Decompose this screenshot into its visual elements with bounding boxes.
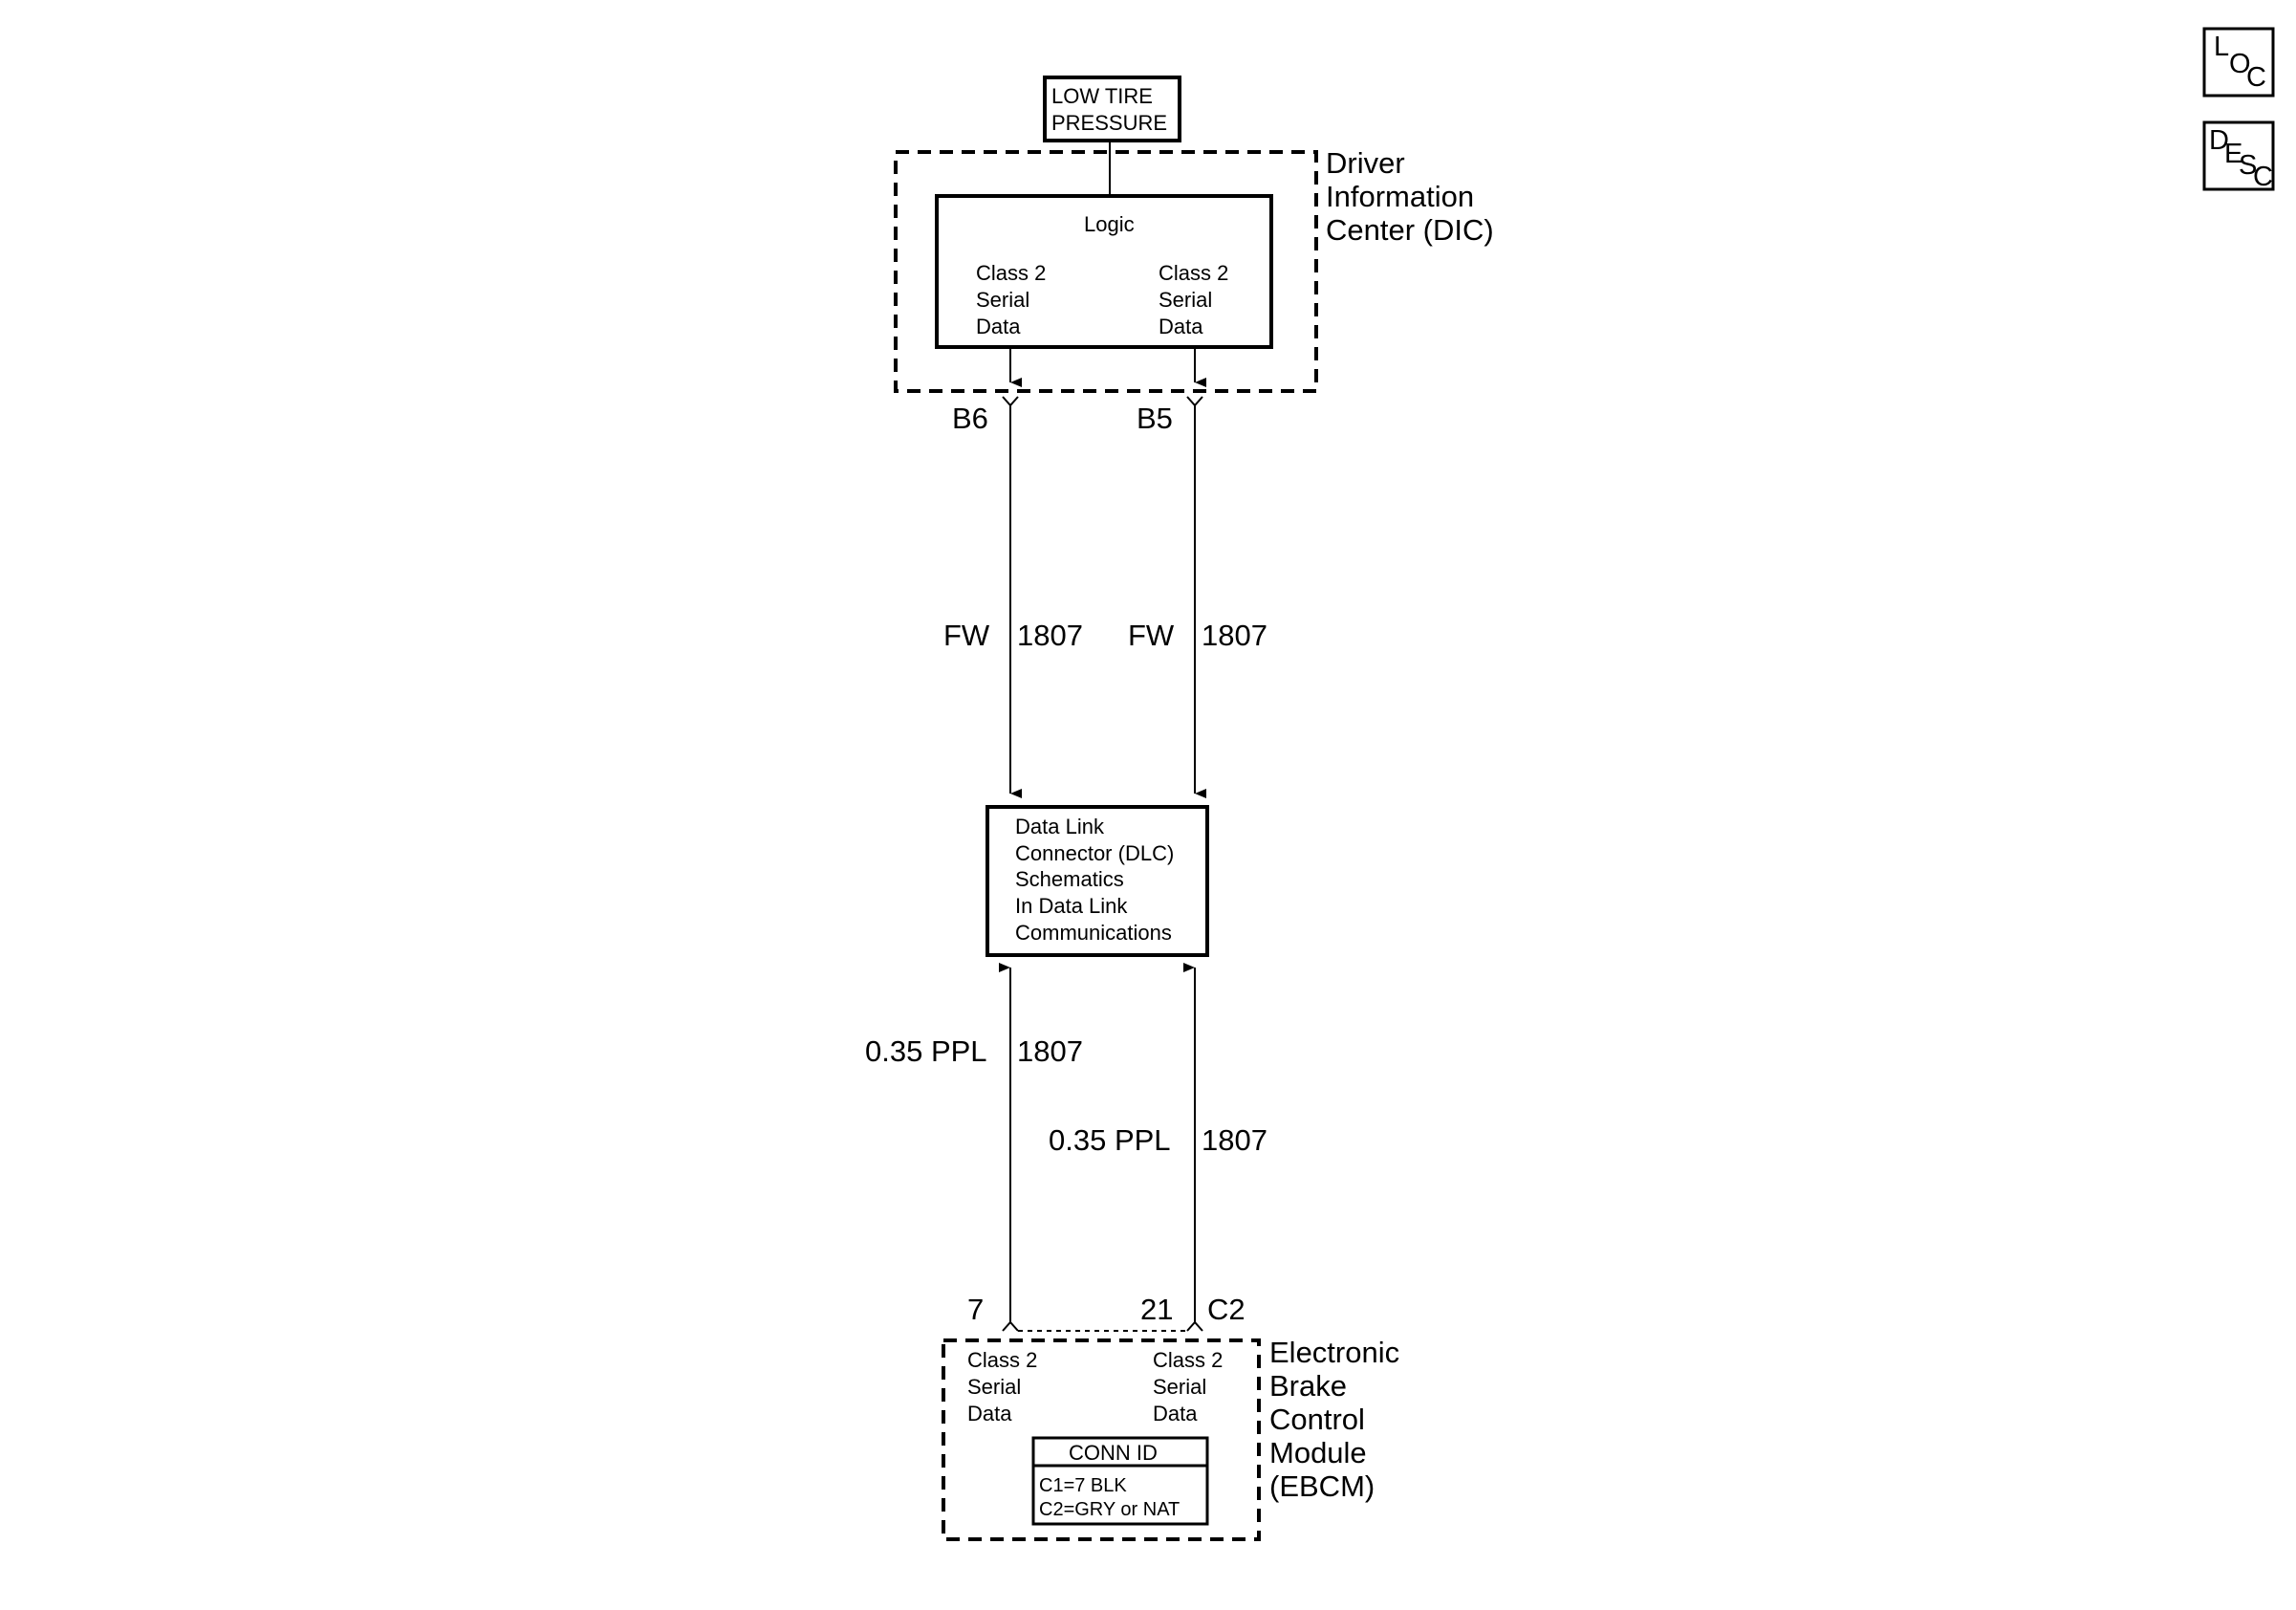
dic-right-line-2: Serial [1159,288,1212,312]
ebcm-right-line-2: Serial [1153,1375,1206,1399]
dic-left-line-2: Serial [976,288,1029,312]
wire-lower-right-gauge-color: 0.35 PPL [1049,1123,1171,1157]
ebcm-module: Class 2 Serial Data Class 2 Serial Data … [942,1336,1399,1541]
ebcm-left-line-3: Data [967,1402,1012,1425]
ebcm-name-line-4: Module [1269,1436,1367,1469]
wire-lower-right-circuit: 1807 [1202,1123,1267,1157]
ebcm-pin-21-label: 21 [1140,1293,1173,1326]
ebcm-connector-label: C2 [1207,1293,1245,1326]
indicator-line-1: LOW TIRE [1051,84,1153,108]
dlc-line-1: Data Link [1015,815,1105,838]
ebcm-pin-7-label: 7 [967,1293,984,1326]
desc-letter-d: D [2209,125,2229,156]
dic-left-line-3: Data [976,315,1021,338]
ebcm-name-line-3: Control [1269,1403,1365,1436]
dic-name-line-1: Driver [1326,146,1405,180]
ebcm-pin-21-symbol [1186,1320,1203,1332]
ebcm-left-line-1: Class 2 [967,1348,1037,1372]
dic-right-line-1: Class 2 [1159,261,1228,285]
desc-button[interactable]: D E S C [2202,120,2275,192]
dic-logic-label: Logic [1084,212,1135,236]
ebcm-name-line-2: Brake [1269,1369,1347,1403]
low-tire-pressure-indicator: LOW TIRE PRESSURE [1043,76,1181,142]
dic-pin-b5-symbol [1186,396,1203,407]
dic-pin-b5-label: B5 [1137,402,1173,435]
conn-id-table: CONN ID C1=7 BLK C2=GRY or NAT [1031,1436,1209,1526]
wire-upper-right-color: FW [1128,619,1175,652]
conn-id-line-2: C2=GRY or NAT [1039,1499,1180,1520]
indicator-line-2: PRESSURE [1051,111,1167,135]
dlc-line-3: Schematics [1015,867,1124,891]
conn-id-title: CONN ID [1069,1441,1158,1465]
dic-pin-b6-symbol [1002,396,1019,407]
ebcm-left-line-2: Serial [967,1375,1021,1399]
dic-name-line-2: Information [1326,180,1474,213]
dlc-line-2: Connector (DLC) [1015,841,1174,865]
desc-letter-e: E [2224,139,2242,169]
dlc-line-5: Communications [1015,921,1172,945]
ebcm-pin-7-symbol [1002,1320,1019,1332]
loc-letter-l: L [2214,32,2229,62]
ebcm-name-line-5: (EBCM) [1269,1469,1375,1503]
wire-upper-left-circuit: 1807 [1017,619,1083,652]
dic-right-line-3: Data [1159,315,1203,338]
ebcm-right-line-1: Class 2 [1153,1348,1223,1372]
ebcm-right-line-3: Data [1153,1402,1198,1425]
wire-lower-left-circuit: 1807 [1017,1034,1083,1068]
ebcm-name-line-1: Electronic [1269,1336,1399,1369]
dlc-line-4: In Data Link [1015,894,1128,918]
wire-upper-left-color: FW [943,619,990,652]
wire-upper-right-circuit: 1807 [1202,619,1267,652]
loc-letter-c: C [2246,62,2266,93]
desc-letter-s: S [2239,150,2257,181]
wire-lower-left-gauge-color: 0.35 PPL [865,1034,987,1068]
dic-pin-b6-label: B6 [952,402,988,435]
desc-letter-c: C [2253,162,2273,192]
loc-button[interactable]: L O C [2202,27,2275,98]
dic-name-line-3: Center (DIC) [1326,213,1494,247]
conn-id-line-1: C1=7 BLK [1039,1475,1127,1496]
dic-left-line-1: Class 2 [976,261,1046,285]
loc-letter-o: O [2229,49,2251,79]
dlc-reference-box[interactable]: Data Link Connector (DLC) Schematics In … [986,805,1209,957]
dic-module: Logic Class 2 Serial Data Class 2 Serial… [894,146,1494,393]
